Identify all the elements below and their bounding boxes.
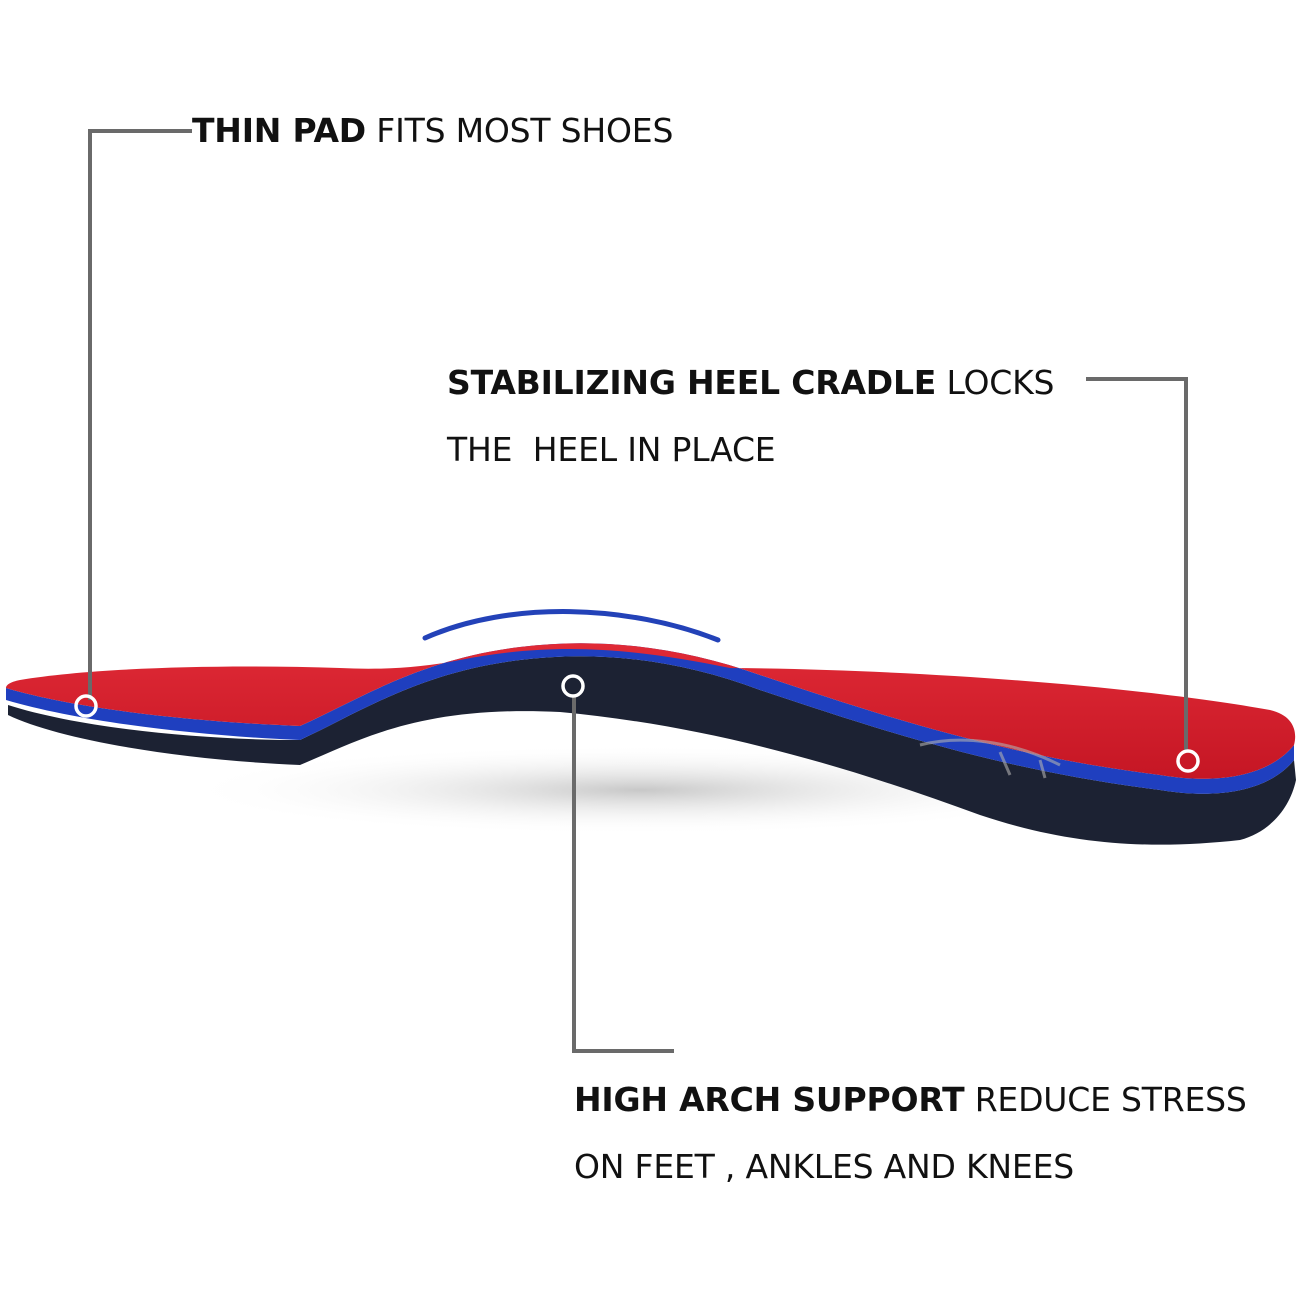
marker-arch-support [561,674,585,698]
callout-arch-support-rest: REDUCE STRESS [964,1080,1247,1119]
callout-heel-cradle-line2: THE HEEL IN PLACE [447,430,776,469]
insole-base-layer [8,656,1296,845]
callout-arch-support-line1: HIGH ARCH SUPPORT REDUCE STRESS [574,1083,1247,1116]
marker-heel-cradle [1176,749,1200,773]
insole-top-layer [6,643,1296,779]
leader-line-heel-cradle [1086,377,1188,752]
marker-thin-pad [74,694,98,718]
callout-heel-cradle-bold: STABILIZING HEEL CRADLE [447,363,937,402]
callout-thin-pad: THIN PAD FITS MOST SHOES [192,114,673,147]
callout-thin-pad-bold: THIN PAD [192,111,367,150]
leader-line-thin-pad [88,129,192,700]
callout-arch-support-bold: HIGH ARCH SUPPORT [574,1080,965,1119]
callout-heel-cradle-line1: STABILIZING HEEL CRADLE LOCKS [447,366,1054,399]
brand-mark-icon [919,738,1061,779]
leader-line-arch-support [572,695,674,1053]
callout-thin-pad-rest: FITS MOST SHOES [366,111,674,150]
callout-heel-cradle-rest: LOCKS [936,363,1055,402]
insole-mid-layer [6,643,1294,794]
callout-arch-support-line2: ON FEET , ANKLES AND KNEES [574,1147,1074,1186]
arch-motion-arc [422,609,721,643]
